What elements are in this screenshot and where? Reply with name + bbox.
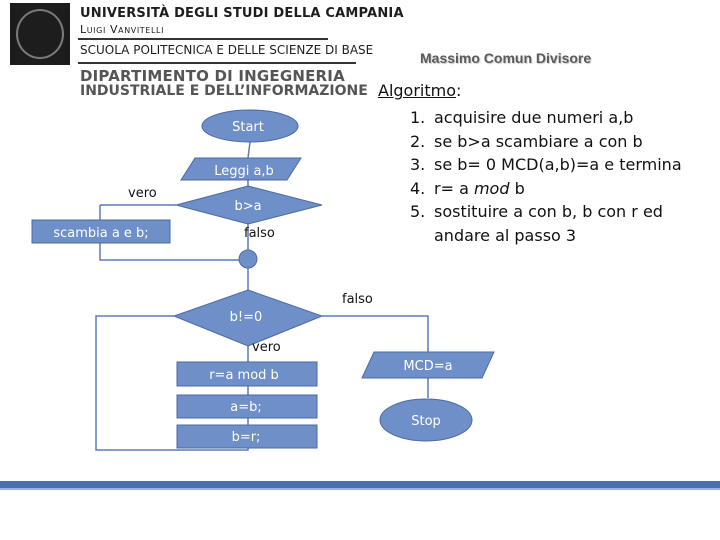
false-label: falso: [244, 226, 275, 241]
svg-text:b!=0: b!=0: [230, 310, 263, 325]
decision-b-ne-0: b!=0: [172, 289, 324, 347]
connector: [322, 315, 429, 352]
header-divider: [78, 62, 356, 64]
algorithm-steps: 1.acquisire due numeri a,b 2.se b>a scam…: [410, 106, 720, 247]
algorithm-step: 3.se b= 0 MCD(a,b)=a e termina: [410, 155, 682, 174]
svg-text:b=r;: b=r;: [232, 430, 261, 445]
svg-text:Leggi a,b: Leggi a,b: [214, 164, 274, 179]
output-node: MCD=a: [361, 351, 495, 379]
step-r-node: r=a mod b: [176, 361, 318, 387]
department-line2: INDUSTRIALE E DELL’INFORMAZIONE: [80, 83, 368, 99]
algorithm-step: 2.se b>a scambiare a con b: [410, 131, 643, 151]
footer-bar-accent: [0, 488, 720, 490]
school-name: SCUOLA POLITECNICA E DELLE SCIENZE DI BA…: [80, 43, 374, 57]
connector: [247, 141, 251, 159]
swap-node: scambia a e b;: [31, 219, 171, 244]
algorithm-heading: Algoritmo:: [378, 81, 462, 100]
start-node: Start: [201, 109, 299, 143]
algorithm-step: 4.r= a mod b: [410, 178, 525, 198]
read-input-node: Leggi a,b: [180, 157, 302, 181]
department-line1: DIPARTIMENTO DI INGEGNERIA: [80, 67, 345, 85]
step-b-node: b=r;: [176, 424, 318, 449]
merge-connector: [238, 249, 258, 269]
connector: [99, 243, 240, 261]
university-name: UNIVERSITÀ DEGLI STUDI DELLA CAMPANIA: [80, 6, 404, 21]
university-logo: UNIVERSITÀ DEGLI STUDI DELLA CAMPANIA Lu…: [0, 0, 404, 105]
true-label: vero: [252, 340, 281, 355]
header-divider: [78, 38, 328, 40]
svg-text:r=a mod b: r=a mod b: [209, 368, 279, 383]
stop-node: Stop: [379, 398, 473, 442]
false-label: falso: [342, 292, 373, 307]
svg-text:a=b;: a=b;: [230, 400, 262, 415]
svg-text:MCD=a: MCD=a: [403, 359, 452, 374]
footer-bar: [0, 481, 720, 488]
loop-connector: [95, 315, 249, 451]
algorithm-step: 1.acquisire due numeri a,b: [410, 108, 634, 127]
svg-text:Stop: Stop: [411, 414, 441, 429]
svg-text:scambia a e b;: scambia a e b;: [53, 226, 148, 241]
svg-text:Start: Start: [232, 120, 264, 135]
true-label: vero: [128, 186, 157, 201]
university-seal-icon: [10, 3, 70, 65]
university-subname: Luigi Vanvitelli: [80, 23, 165, 36]
step-a-node: a=b;: [176, 394, 318, 419]
slide-title: Massimo Comun Divisore: [420, 50, 592, 66]
svg-text:b>a: b>a: [234, 199, 261, 214]
decision-b-gt-a: b>a: [174, 185, 323, 225]
